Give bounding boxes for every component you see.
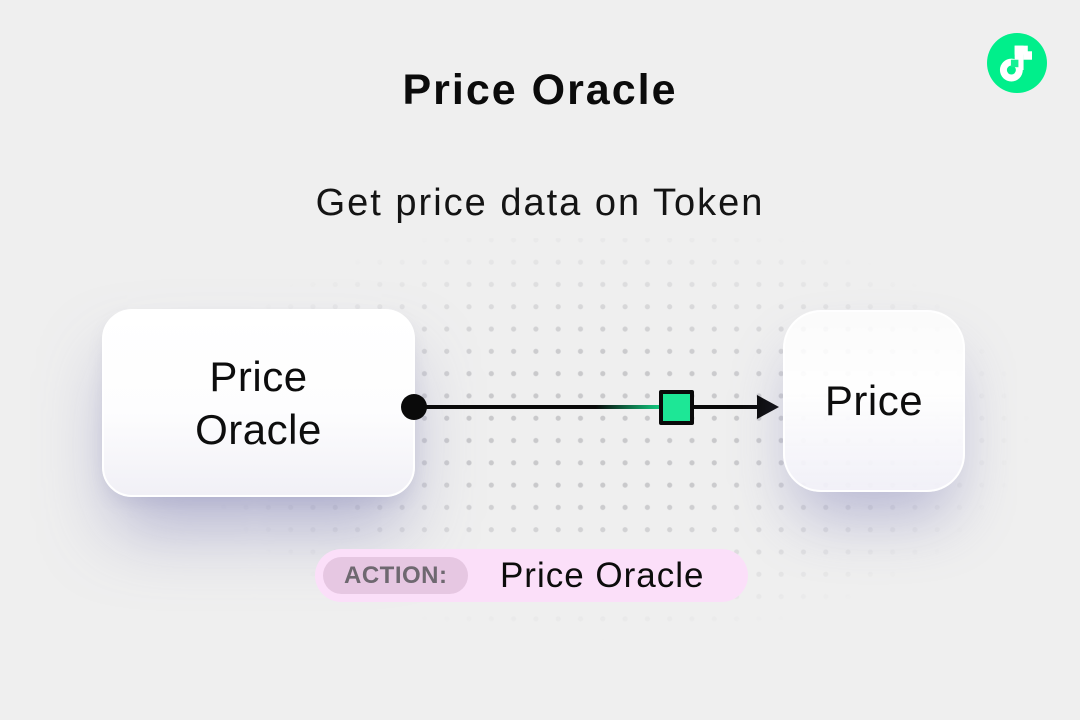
action-badge-label: ACTION: [323,557,469,594]
page-title: Price Oracle [402,66,678,114]
action-badge-value: Price Oracle [499,555,705,595]
node-price-oracle: Price Oracle [102,309,415,497]
edge-line-green-gradient [596,405,660,409]
edge-line [414,405,772,409]
edge-action-marker [659,390,694,425]
flow-logo-icon [987,33,1047,93]
node-price: Price [783,310,965,492]
action-badge: ACTION: Price Oracle [315,549,748,602]
page-subtitle: Get price data on Token [315,182,765,224]
node-price-label: Price [824,377,924,424]
node-price-oracle-label: Price Oracle [195,352,322,453]
edge-arrowhead-icon [757,395,779,419]
